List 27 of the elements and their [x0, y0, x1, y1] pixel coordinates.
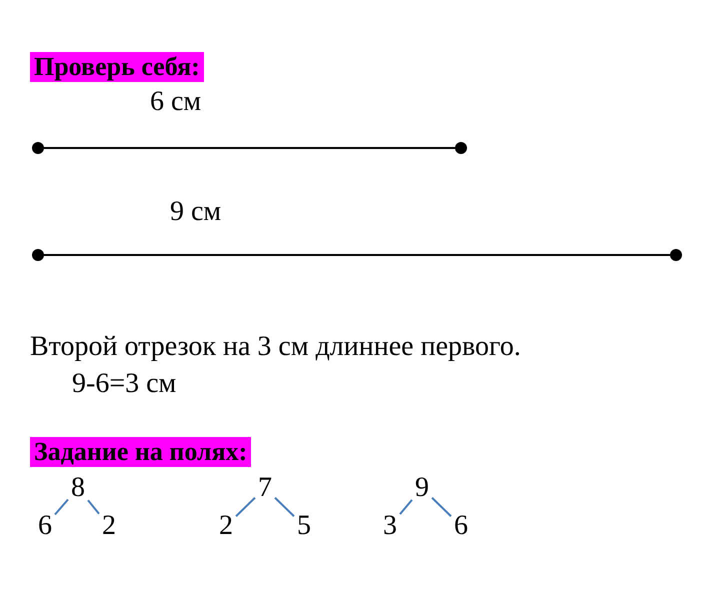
number: 8 — [68, 474, 88, 502]
line-segment — [44, 147, 455, 149]
edge-label: 9 см — [170, 198, 222, 226]
line-segment — [44, 254, 670, 256]
connector-line — [274, 497, 295, 517]
number: 7 — [255, 474, 275, 502]
number: 5 — [294, 512, 314, 540]
connector-line — [431, 497, 452, 517]
endpoint-dot — [455, 142, 467, 154]
section-heading: Проверь себя: — [30, 52, 204, 82]
number: 3 — [380, 512, 400, 540]
endpoint-dot — [670, 249, 682, 261]
edge-label: 6 см — [150, 88, 202, 116]
connector-line — [399, 499, 413, 515]
calculation-text: 9-6=3 см — [72, 370, 176, 398]
number: 6 — [451, 512, 471, 540]
number: 2 — [216, 512, 236, 540]
section-heading: Задание на полях: — [30, 437, 252, 467]
endpoint-dot — [32, 249, 44, 261]
number: 9 — [412, 474, 432, 502]
connector-line — [87, 500, 100, 514]
number: 6 — [35, 512, 55, 540]
connector-line — [235, 497, 256, 517]
connector-line — [54, 498, 69, 516]
endpoint-dot — [32, 142, 44, 154]
number: 2 — [99, 512, 119, 540]
answer-sentence: Второй отрезок на 3 см длиннее первого. — [30, 333, 521, 361]
